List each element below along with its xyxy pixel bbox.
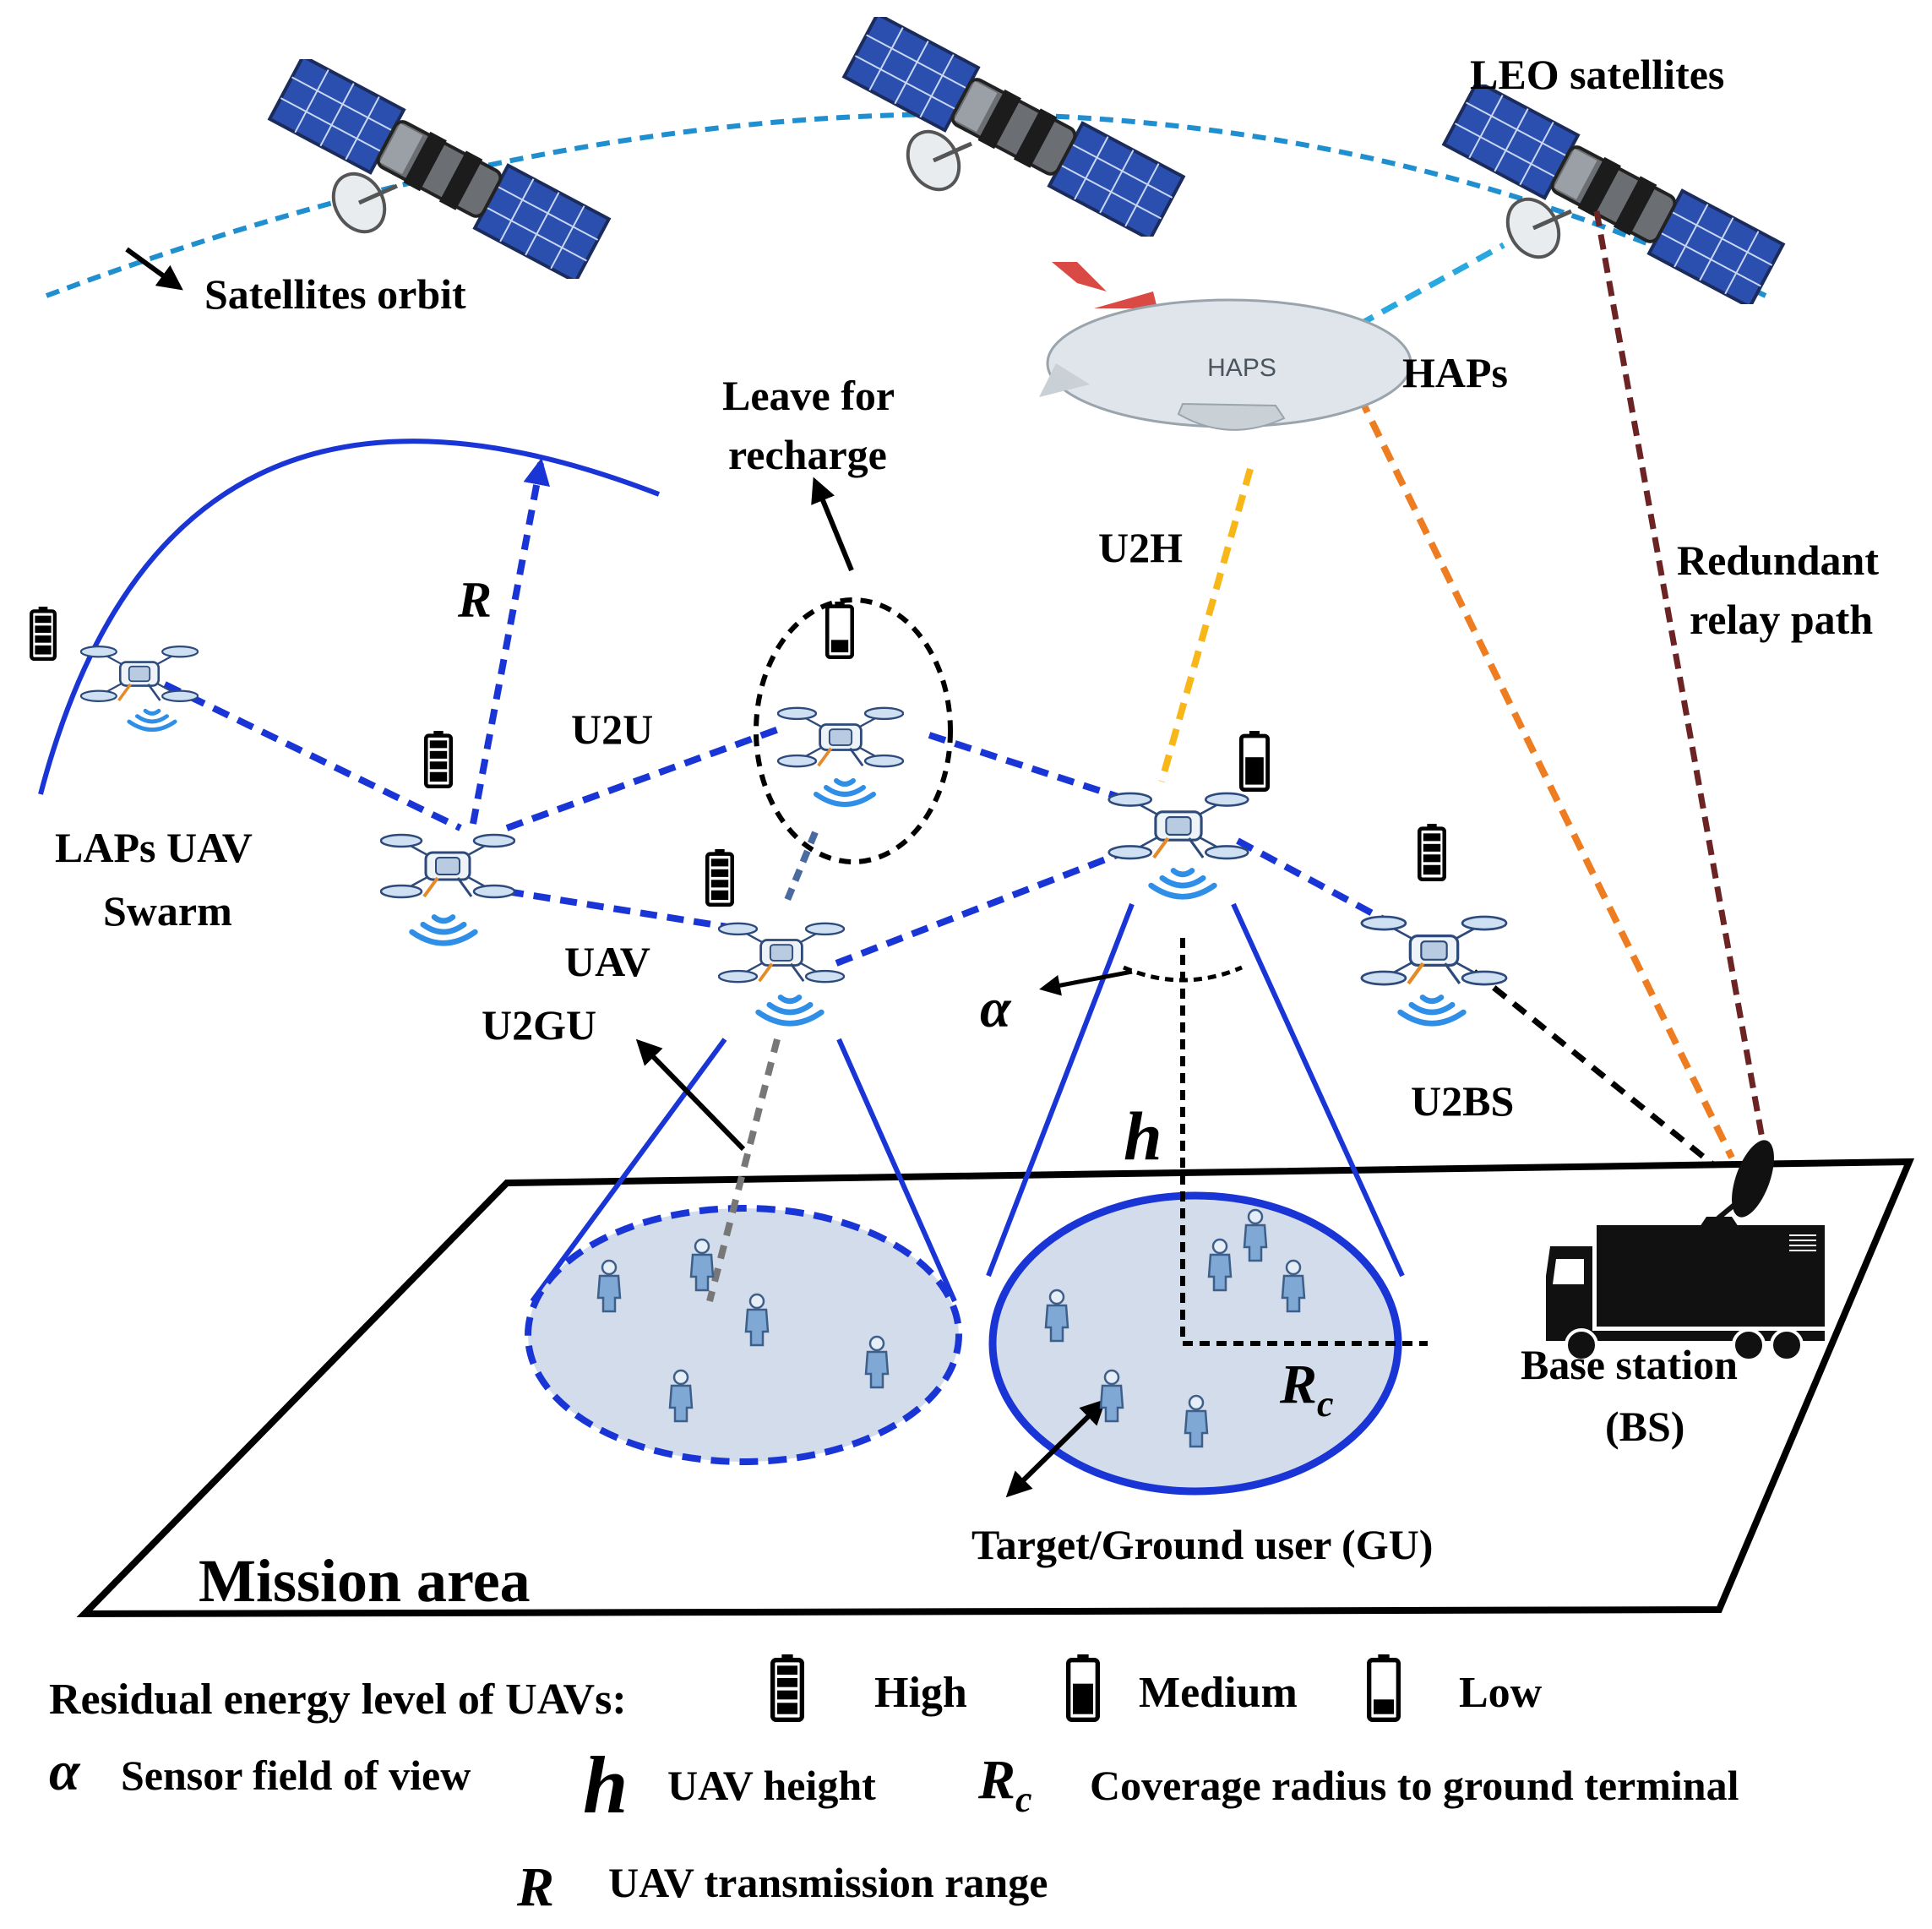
range-r-vector xyxy=(470,457,551,825)
label-satellites-orbit: Satellites orbit xyxy=(204,270,466,318)
battery-low-icon xyxy=(1369,1654,1399,1719)
label-u2bs: U2BS xyxy=(1411,1077,1514,1125)
signal-waves-icon xyxy=(412,917,476,943)
cone-edge xyxy=(1231,902,1405,1278)
signal-waves-icon xyxy=(816,781,873,804)
label-u2h: U2H xyxy=(1098,524,1183,571)
redundant-relay-link xyxy=(1593,210,1769,1158)
legend-h-symbol: h xyxy=(583,1740,628,1830)
battery-high-icon xyxy=(1419,824,1444,880)
recharge-arrow xyxy=(811,477,854,572)
label-redundant: Redundant xyxy=(1677,537,1879,584)
label-haps: HAPs xyxy=(1402,349,1508,396)
u2u-link xyxy=(506,888,744,933)
legend-medium: Medium xyxy=(1139,1669,1298,1717)
label-bs: (BS) xyxy=(1605,1403,1684,1450)
u2gu-arrow xyxy=(635,1038,746,1152)
legend: Residual energy level of UAVs: High Medi… xyxy=(49,1654,1739,1918)
cone-edge xyxy=(986,902,1135,1278)
legend-rc-symbol: Rc xyxy=(977,1749,1032,1820)
signal-waves-icon xyxy=(1401,997,1464,1023)
legend-r-symbol: R xyxy=(516,1856,554,1918)
label-height-h: h xyxy=(1124,1098,1162,1174)
legend-h-desc: UAV height xyxy=(667,1762,876,1809)
legend-energy-title: Residual energy level of UAVs: xyxy=(49,1676,627,1724)
orbit-arrow xyxy=(125,247,183,291)
transmission-range-arc xyxy=(38,439,661,795)
haps-bs-link xyxy=(1357,395,1735,1159)
label-swarm: Swarm xyxy=(103,887,232,935)
uav-drone-icon xyxy=(80,645,199,703)
u2h-link xyxy=(1158,467,1254,783)
label-leave-for: Leave for xyxy=(722,372,895,419)
uav-drone-icon xyxy=(1109,793,1249,858)
u2u-link xyxy=(835,846,1134,967)
label-recharge: recharge xyxy=(728,431,887,478)
battery-low-icon xyxy=(827,602,852,657)
cone-edge xyxy=(530,1038,727,1303)
recharge-link xyxy=(782,831,819,906)
legend-high: High xyxy=(874,1669,967,1717)
uav-drone-icon xyxy=(718,921,845,984)
base-station-truck xyxy=(1546,1140,1825,1362)
battery-medium-icon xyxy=(1241,731,1267,790)
label-range-r: R xyxy=(457,572,492,628)
label-u2gu: U2GU xyxy=(482,1001,596,1049)
label-rc: Rc xyxy=(1279,1354,1334,1425)
legend-alpha-symbol: α xyxy=(49,1741,81,1802)
mission-area-plane xyxy=(76,1158,1915,1618)
signal-waves-icon xyxy=(759,997,822,1023)
signal-waves-icon xyxy=(1151,870,1215,896)
u2u-link xyxy=(1236,837,1404,933)
satellite-icon xyxy=(269,57,608,282)
label-uav: UAV xyxy=(564,938,650,985)
u2gu-link xyxy=(706,1038,781,1302)
battery-high-icon xyxy=(426,731,450,787)
battery-high-icon xyxy=(707,849,732,905)
target-gu-arrow xyxy=(1005,1398,1107,1498)
uav-drone-icon xyxy=(380,833,515,899)
coverage-area-left xyxy=(525,1205,962,1465)
u2u-link xyxy=(505,723,787,831)
label-relay-path: relay path xyxy=(1690,596,1873,643)
legend-r-desc: UAV transmission range xyxy=(608,1859,1048,1906)
label-mission-area: Mission area xyxy=(199,1547,531,1615)
label-u2u: U2U xyxy=(571,706,653,753)
uav-drone-icon xyxy=(1362,917,1506,984)
battery-medium-icon xyxy=(1069,1654,1098,1719)
haps-body-label: HAPS xyxy=(1207,354,1276,382)
u2u-link xyxy=(928,732,1125,802)
label-target-gu: Target/Ground user (GU) xyxy=(971,1521,1433,1568)
cone-edge xyxy=(836,1038,957,1303)
label-laps-uav: LAPs UAV xyxy=(55,824,253,871)
battery-high-icon xyxy=(31,607,55,659)
alpha-arrow xyxy=(1039,969,1133,996)
legend-alpha-desc: Sensor field of view xyxy=(121,1752,471,1799)
battery-high-icon xyxy=(773,1654,803,1719)
haps-airship: HAPS xyxy=(1039,262,1412,431)
label-base-station: Base station xyxy=(1521,1341,1738,1388)
label-leo-satellites: LEO satellites xyxy=(1470,51,1724,98)
recharge-ellipse xyxy=(754,597,953,864)
legend-rc-desc: Coverage radius to ground terminal xyxy=(1090,1762,1739,1809)
legend-low: Low xyxy=(1459,1669,1543,1717)
u2bs-link xyxy=(1472,969,1717,1169)
label-alpha: α xyxy=(980,978,1012,1039)
satellite-icon xyxy=(1444,82,1782,308)
field-of-view-arc xyxy=(1123,965,1243,983)
uav-drone-icon xyxy=(777,706,904,769)
signal-waves-icon xyxy=(129,711,175,729)
u2u-link xyxy=(163,681,462,831)
satellite-icon xyxy=(844,14,1183,240)
